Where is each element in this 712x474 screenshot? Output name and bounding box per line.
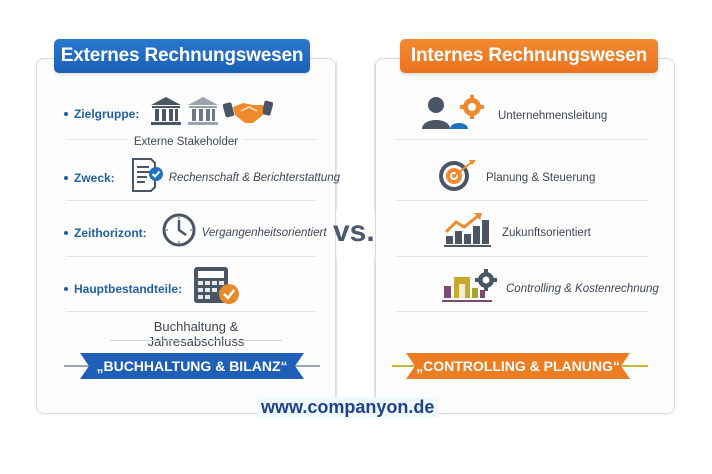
calculator-icon: [192, 266, 246, 311]
bar-gear-icon: [442, 268, 500, 309]
clock-icon: [161, 212, 197, 253]
divider: [396, 311, 648, 312]
bank-icon: [149, 95, 183, 132]
desc-controlling: Controlling & Kostenrechnung: [506, 282, 659, 295]
handshake-icon: [223, 95, 274, 132]
center-divider-top: [336, 60, 337, 210]
divider: [66, 311, 316, 312]
divider: [396, 139, 648, 140]
row-controlling: Controlling & Kostenrechnung: [442, 268, 659, 309]
divider: [110, 340, 282, 341]
versus-label: VS.: [333, 215, 375, 248]
external-title: Externes Rechnungswesen: [54, 39, 310, 73]
label-hauptbestandteile: Hauptbestandteile:: [64, 282, 182, 296]
desc-vergangenheit: Vergangenheitsorientiert: [201, 226, 327, 239]
divider: [66, 200, 316, 201]
target-icon: [436, 157, 478, 198]
label-zielgruppe: Zielgruppe:: [64, 107, 139, 121]
desc-unternehmensleitung: Unternehmensleitung: [498, 109, 608, 122]
label-zweck: Zweck:: [64, 171, 115, 185]
ribbon-controlling-planung: „CONTROLLING & PLANUNG“: [406, 353, 630, 379]
growth-chart-icon: [444, 212, 494, 253]
ribbon-buchhaltung-bilanz: „BUCHHALTUNG & BILANZ“: [80, 353, 304, 379]
row-hauptbestandteile: Hauptbestandteile:: [64, 266, 246, 311]
manager-gear-icon: [422, 95, 492, 136]
divider: [396, 200, 648, 201]
label-zeithorizont: Zeithorizont:: [64, 226, 147, 240]
row-planung-steuerung: Planung & Steuerung: [436, 157, 595, 198]
desc-zukunft: Zukunftsorientiert: [502, 226, 591, 239]
row-zeithorizont: Zeithorizont: Vergangenheitsorientiert: [64, 212, 327, 253]
divider: [396, 256, 648, 257]
desc-planung: Planung & Steuerung: [486, 171, 596, 184]
center-divider-top-2: [374, 60, 375, 210]
center-divider-bottom-2: [374, 258, 375, 408]
internal-title: Internes Rechnungswesen: [400, 39, 658, 73]
desc-buchhaltung: Buchhaltung & Jahresabschluss: [147, 319, 245, 349]
footer-url[interactable]: www.companyon.de: [257, 397, 439, 418]
desc-rechenschaft: Rechenschaft & Berichterstattung: [168, 171, 341, 184]
row-zukunftsorientiert: Zukunftsorientiert: [444, 212, 591, 253]
document-check-icon: [129, 157, 165, 198]
row-zielgruppe: Zielgruppe:: [64, 95, 274, 132]
row-unternehmensleitung: Unternehmensleitung: [422, 95, 607, 136]
row-zweck: Zweck: Rechenschaft & Berichterstattung: [64, 157, 340, 198]
divider: [66, 256, 316, 257]
bank-icon-light: [186, 95, 220, 132]
center-divider-bottom: [336, 258, 337, 408]
desc-externe-stakeholder: Externe Stakeholder: [127, 136, 245, 148]
